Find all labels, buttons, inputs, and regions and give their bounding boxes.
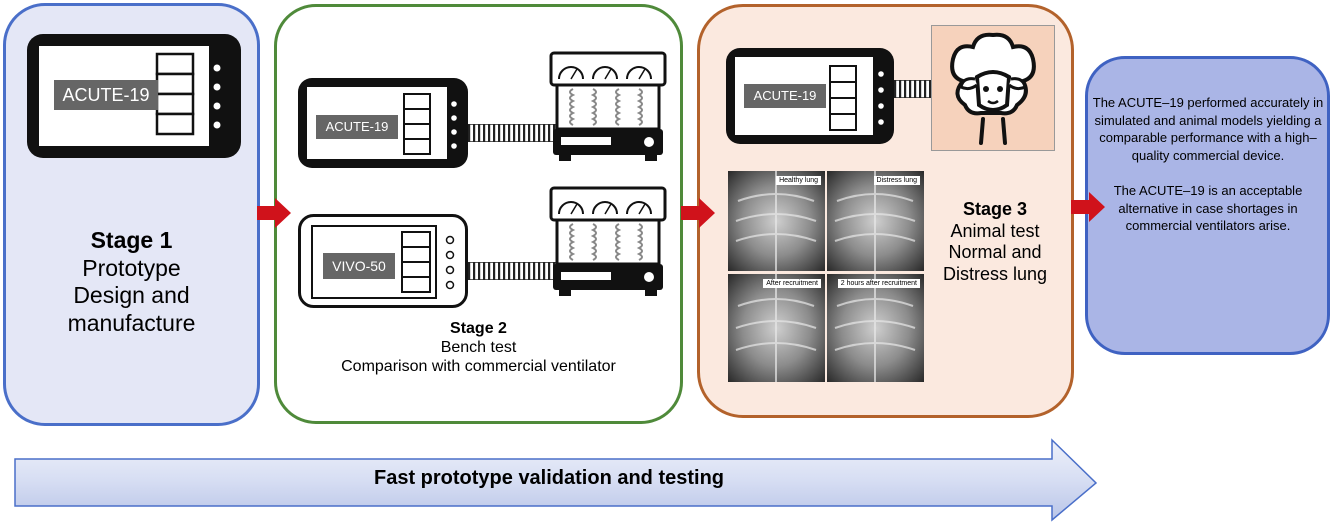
stage2-line1: Bench test <box>440 339 517 357</box>
test-lung-ventilator-bottom-icon <box>549 186 667 296</box>
vivo50-device-icon <box>298 214 468 308</box>
bottom-arrow-label: Fast prototype validation and testing <box>373 467 725 489</box>
conclusion-panel <box>1085 56 1330 355</box>
xray-healthy-lung: Healthy lung <box>728 171 825 271</box>
stage1-line1: Prototype <box>82 254 181 281</box>
stage2-title: Stage 2 <box>450 320 507 337</box>
stage3-device-label: ACUTE-19 <box>744 84 826 108</box>
hose-stage3-icon <box>893 79 933 99</box>
conclusion-text: The ACUTE–19 performed accurately in sim… <box>1092 94 1324 235</box>
xray-healthy-label: Healthy lung <box>776 176 821 185</box>
xray-2h-label: 2 hours after recruitment <box>837 279 920 288</box>
stage3-line1: Animal test <box>950 220 1040 241</box>
sheep-icon <box>931 25 1055 151</box>
stage2-caption: Stage 2 Bench test Comparison with comme… <box>274 319 683 377</box>
stage3-line3: Distress lung <box>942 263 1048 284</box>
stage1-line3: manufacture <box>67 309 196 336</box>
arrow-stage3-to-conclusion-icon <box>1071 192 1105 222</box>
conclusion-paragraph-1: The ACUTE–19 performed accurately in sim… <box>1092 95 1324 163</box>
arrow-stage1-to-stage2-icon <box>257 198 291 228</box>
conclusion-paragraph-2: The ACUTE–19 is an acceptable alternativ… <box>1113 183 1303 234</box>
xray-distress-label: Distress lung <box>873 176 920 185</box>
stage1-device-label: ACUTE-19 <box>54 80 158 110</box>
arrow-stage2-to-stage3-icon <box>681 198 715 228</box>
xray-distress-lung: Distress lung <box>827 171 924 271</box>
stage2-vivo50-label: VIVO-50 <box>323 253 395 279</box>
test-lung-ventilator-top-icon <box>549 51 667 161</box>
bottom-progress-arrow-icon <box>14 438 1098 522</box>
stage1-caption: Stage 1 Prototype Design and manufacture <box>3 227 260 337</box>
stage3-caption: Stage 3 Animal test Normal and Distress … <box>922 199 1068 285</box>
stage2-acute19-label: ACUTE-19 <box>316 115 398 139</box>
xray-after-recruitment-label: After recruitment <box>763 279 821 288</box>
stage3-line2: Normal and <box>948 242 1042 263</box>
stage3-title: Stage 3 <box>962 199 1028 219</box>
stage1-line2: Design and <box>73 282 190 309</box>
stage2-line2: Comparison with commercial ventilator <box>341 358 616 376</box>
xray-after-recruitment: After recruitment <box>728 274 825 382</box>
hose-bottom-icon <box>467 261 557 281</box>
xray-2h-after-recruitment: 2 hours after recruitment <box>827 274 924 382</box>
stage1-title: Stage 1 <box>90 227 173 253</box>
hose-top-icon <box>467 123 557 143</box>
